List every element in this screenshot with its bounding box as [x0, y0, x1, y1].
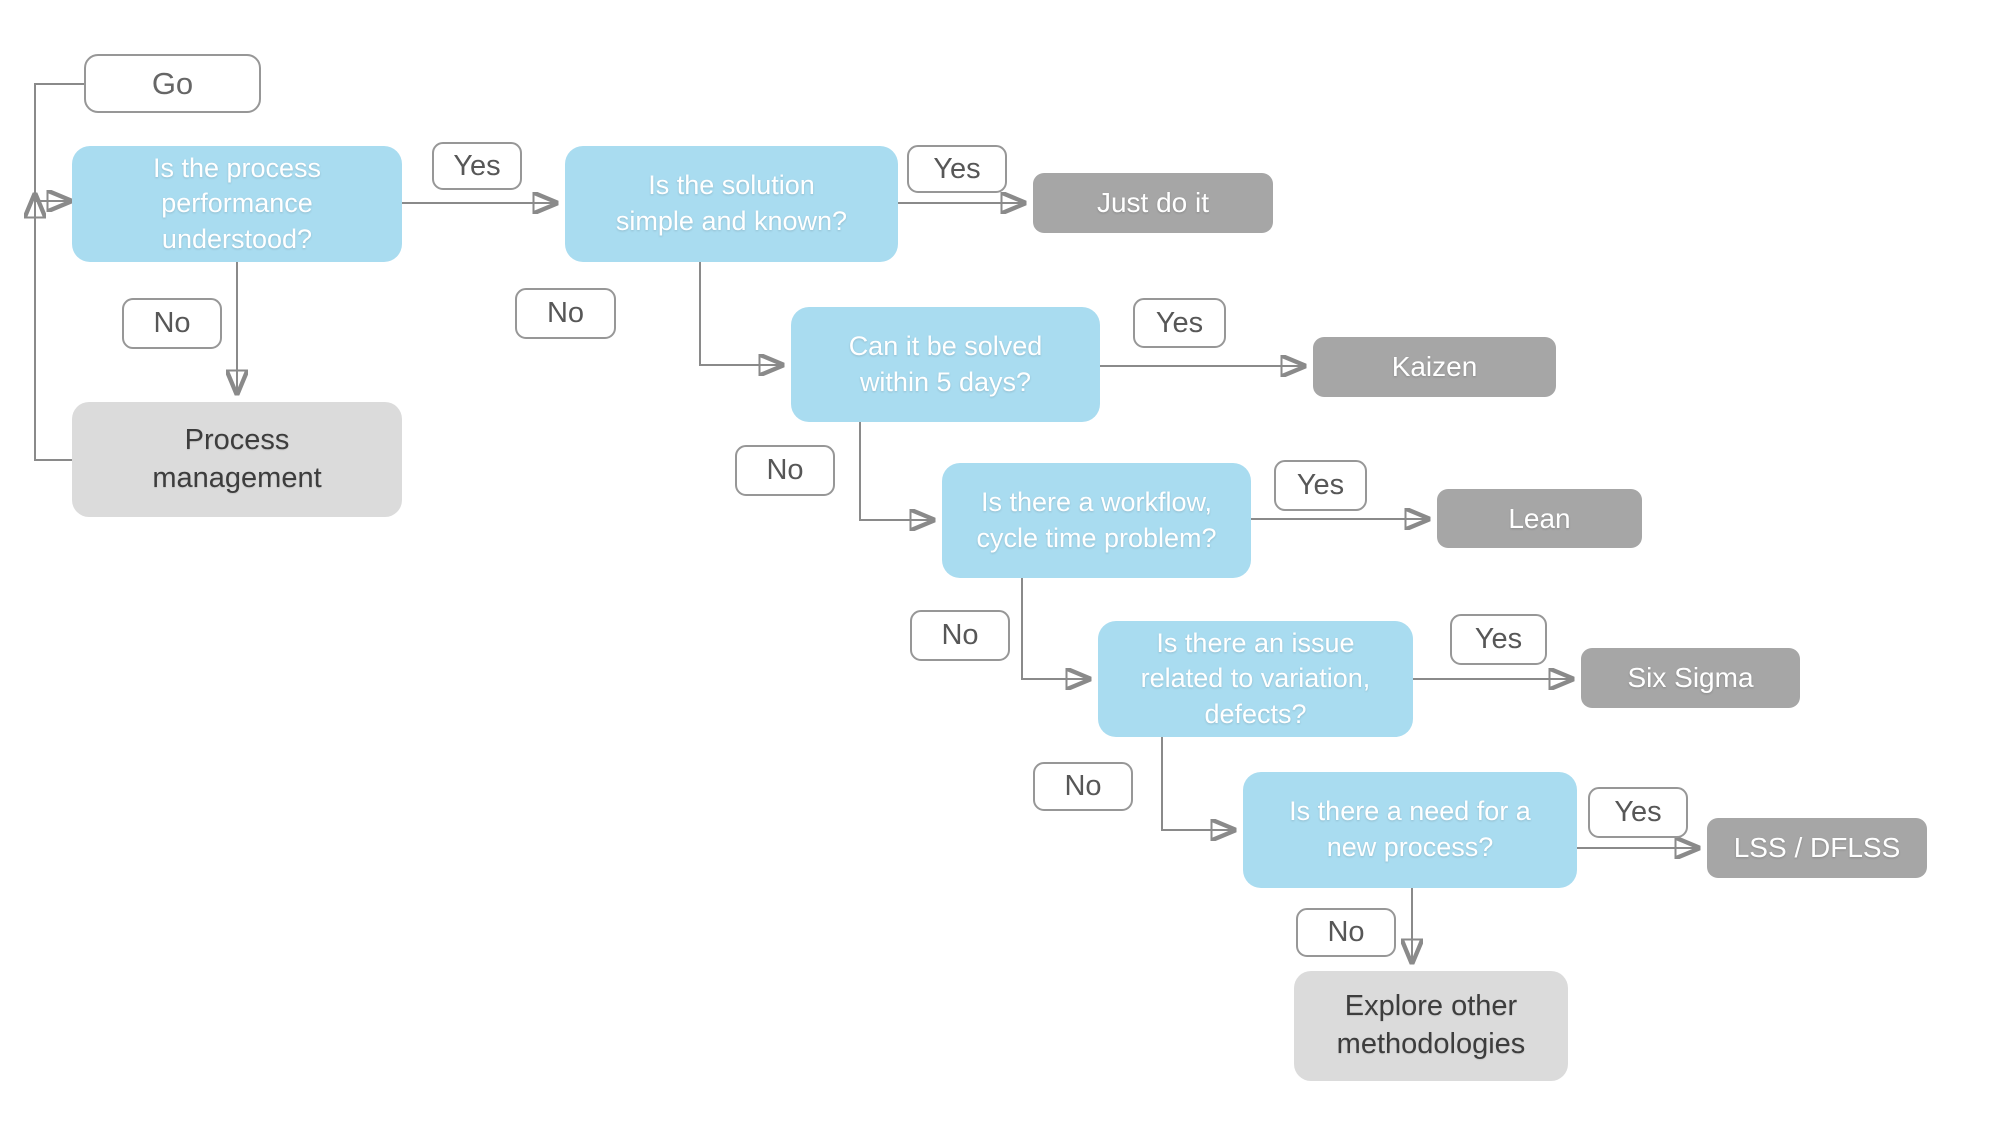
edge-label-yes-6: Yes	[1588, 787, 1688, 838]
edge-label-no-2: No	[515, 288, 616, 339]
edge-label-no-1: No	[122, 298, 222, 349]
question-solution-simple-known-label: Is the solution simple and known?	[615, 170, 848, 236]
terminal-explore-other-methodologies: Explore other methodologies	[1294, 971, 1568, 1081]
edge-q3-no-q4	[859, 422, 931, 520]
question-workflow-cycle-time-label: Is there a workflow, cycle time problem?	[976, 486, 1217, 553]
edge-label-yes-4: Yes	[1274, 460, 1367, 511]
terminal-process-management: Process management	[72, 402, 402, 517]
terminal-process-management-label: Process management	[152, 423, 322, 494]
question-solved-within-5-days-label: Can it be solved within 5 days?	[848, 330, 1043, 397]
result-just-do-it: Just do it	[1033, 173, 1273, 233]
question-need-new-process-label: Is there a need for a new process?	[1289, 796, 1531, 862]
result-lss-dflss: LSS / DFLSS	[1707, 818, 1927, 878]
edge-label-yes-1: Yes	[432, 142, 522, 190]
edge-label-no-6: No	[1296, 908, 1396, 957]
result-kaizen-label: Kaizen	[1391, 351, 1478, 382]
edge-label-yes-5: Yes	[1450, 614, 1547, 665]
result-lean: Lean	[1437, 489, 1642, 548]
result-lss-dflss-label: LSS / DFLSS	[1733, 832, 1901, 863]
result-kaizen: Kaizen	[1313, 337, 1556, 397]
edge-go-to-q1	[34, 83, 84, 201]
question-solution-simple-known: Is the solution simple and known?	[565, 146, 898, 262]
question-process-performance-label: Is the process performance understood?	[152, 152, 322, 254]
edge-label-yes-3: Yes	[1133, 298, 1226, 348]
result-six-sigma: Six Sigma	[1581, 648, 1800, 708]
result-just-do-it-label: Just do it	[1096, 187, 1210, 218]
result-six-sigma-label: Six Sigma	[1627, 662, 1754, 693]
terminal-explore-other-methodologies-label: Explore other methodologies	[1336, 990, 1526, 1060]
edge-loop-process-management-to-q1	[35, 197, 72, 461]
edge-label-yes-2: Yes	[907, 145, 1007, 193]
question-workflow-cycle-time: Is there a workflow, cycle time problem?	[942, 463, 1251, 578]
question-variation-defects: Is there an issue related to variation, …	[1098, 621, 1413, 737]
question-process-performance: Is the process performance understood?	[72, 146, 402, 262]
edge-q2-no-q3	[699, 262, 780, 365]
result-lean-label: Lean	[1508, 502, 1571, 534]
question-solved-within-5-days: Can it be solved within 5 days?	[791, 307, 1100, 422]
edge-q4-no-q5	[1021, 578, 1087, 679]
start-go: Go	[84, 54, 261, 113]
start-go-label: Go	[151, 65, 194, 101]
question-variation-defects-label: Is there an issue related to variation, …	[1140, 627, 1371, 729]
edge-q5-no-q6	[1161, 737, 1232, 830]
edge-label-no-3: No	[735, 445, 835, 496]
question-need-new-process: Is there a need for a new process?	[1243, 772, 1577, 888]
edge-label-no-5: No	[1033, 762, 1133, 811]
edge-label-no-4: No	[910, 610, 1010, 661]
